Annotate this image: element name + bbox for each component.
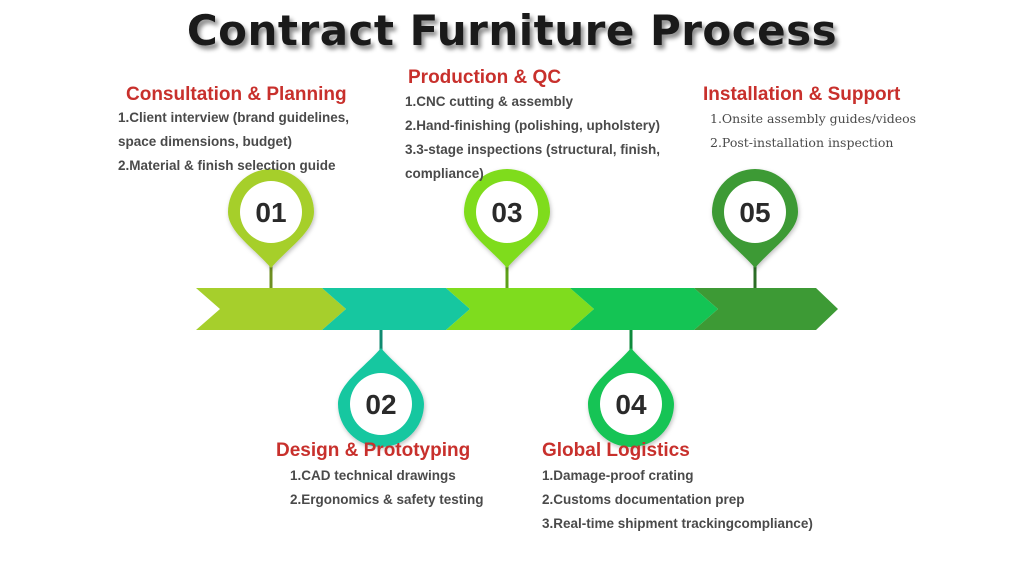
stage-title-logistics: Global Logistics xyxy=(542,440,690,461)
arrow-segment-3 xyxy=(446,288,594,330)
stage-pin-3: 03 xyxy=(464,169,550,268)
stage-title-consultation: Consultation & Planning xyxy=(126,84,347,105)
stage-number-5: 05 xyxy=(739,197,770,228)
stage-item: 2.Material & finish selection guide xyxy=(118,158,336,173)
stage-item: 1.Onsite assembly guides/videos xyxy=(710,111,917,126)
stage-pin-5: 05 xyxy=(712,169,798,268)
stage-pin-2: 02 xyxy=(338,348,424,447)
arrow-segment-1 xyxy=(196,288,346,330)
stage-title-design: Design & Prototyping xyxy=(276,440,471,461)
stage-item: 3.3-stage inspections (structural, finis… xyxy=(405,142,661,181)
stage-item: 1.Client interview (brand guidelines, sp… xyxy=(118,110,350,149)
stage-item: 1.Damage-proof crating xyxy=(542,468,694,483)
stage-pin-4: 04 xyxy=(588,348,674,447)
stage-number-4: 04 xyxy=(615,389,647,420)
stage-title-production: Production & QC xyxy=(408,67,562,88)
stage-item: 2.Post-installation inspection xyxy=(710,135,894,150)
stage-items-production: 1.CNC cutting & assembly 2.Hand-finishin… xyxy=(405,90,697,186)
stage-item: 1.CNC cutting & assembly xyxy=(405,94,574,109)
stage-title-installation: Installation & Support xyxy=(703,84,901,105)
stage-items-installation: 1.Onsite assembly guides/videos 2.Post-i… xyxy=(710,107,916,155)
arrow-segment-5 xyxy=(694,288,838,330)
stage-items-design: 1.CAD technical drawings 2.Ergonomics & … xyxy=(290,464,484,512)
stage-number-2: 02 xyxy=(365,389,396,420)
stage-number-3: 03 xyxy=(491,197,522,228)
stage-item: 2.Ergonomics & safety testing xyxy=(290,492,484,507)
stage-item: 1.CAD technical drawings xyxy=(290,468,456,483)
arrow-segment-4 xyxy=(570,288,718,330)
stage-items-consultation: 1.Client interview (brand guidelines, sp… xyxy=(118,106,388,178)
stage-item: 2.Hand-finishing (polishing, upholstery) xyxy=(405,118,660,133)
page-title: Contract Furniture Process xyxy=(186,6,838,55)
stage-items-logistics: 1.Damage-proof crating 2.Customs documen… xyxy=(542,464,813,536)
stage-item: 2.Customs documentation prep xyxy=(542,492,745,507)
stage-pin-1: 01 xyxy=(228,169,314,268)
stage-item: 3.Real-time shipment trackingcompliance) xyxy=(542,516,813,531)
arrow-segment-2 xyxy=(322,288,470,330)
stage-number-1: 01 xyxy=(255,197,286,228)
